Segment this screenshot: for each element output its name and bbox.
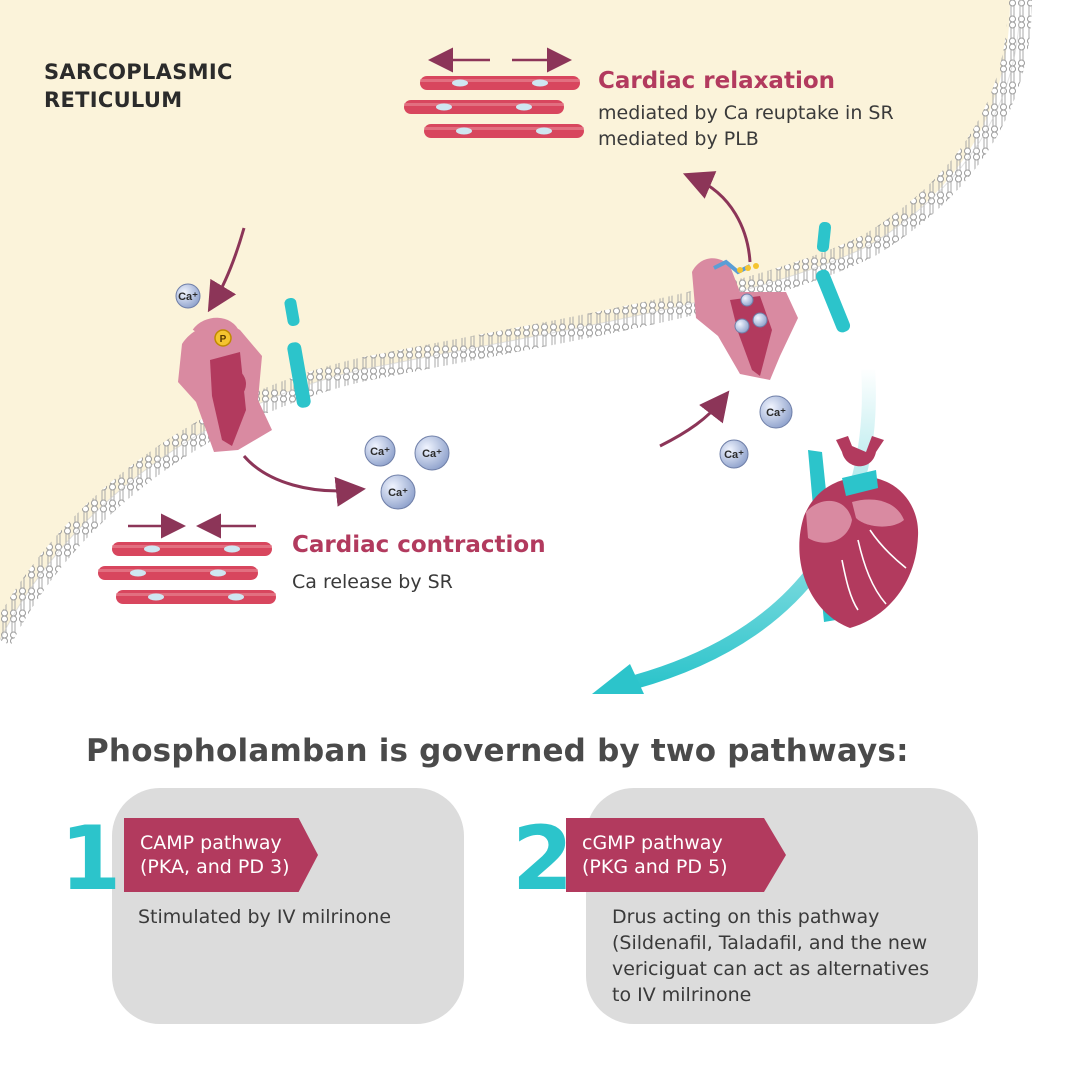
- calcium-ion: Ca⁺: [175, 283, 201, 309]
- calcium-ion: Ca⁺: [414, 435, 450, 471]
- svg-text:Ca⁺: Ca⁺: [388, 487, 408, 499]
- svg-text:Ca⁺: Ca⁺: [766, 407, 786, 419]
- relaxation-muscle-fibers: [404, 47, 584, 138]
- calcium-ion: [740, 293, 754, 307]
- calcium-ion: [734, 318, 750, 334]
- calcium-ion: Ca⁺: [364, 435, 396, 467]
- pathway-title-1: CAMP pathway (PKA, and PD 3): [124, 818, 318, 892]
- sarcoplasmic-reticulum-label: SARCOPLASMIC RETICULUM: [44, 60, 233, 112]
- calcium-ion: Ca⁺: [759, 395, 793, 429]
- calcium-ion: Ca⁺: [380, 474, 416, 510]
- phosphate-label: P: [220, 334, 227, 345]
- pathway-number-1: 1: [60, 807, 122, 910]
- cardiac-relaxation-title: Cardiac relaxation: [598, 68, 836, 94]
- phosphate-group: [214, 329, 232, 347]
- svg-text:Ca⁺: Ca⁺: [370, 446, 390, 458]
- pathways-heading: Phospholamban is governed by two pathway…: [86, 733, 909, 769]
- pathway-title-2: cGMP pathway (PKG and PD 5): [566, 818, 786, 892]
- arrow-heart-to-pathways-head: [592, 664, 644, 694]
- calcium-ion: Ca⁺: [719, 439, 749, 469]
- phospholamban-right: [815, 221, 851, 333]
- calcium-ions: Ca⁺ Ca⁺ Ca⁺ Ca⁺ Ca⁺ Ca⁺: [175, 283, 793, 510]
- pathway-description-1: Stimulated by IV milrinone: [138, 906, 392, 928]
- svg-text:Ca⁺: Ca⁺: [422, 448, 442, 460]
- arrow-to-relaxation: [682, 171, 752, 263]
- sr-membrane-outline: [0, 0, 1021, 641]
- svg-text:Ca⁺: Ca⁺: [724, 449, 744, 461]
- phospholamban-detached-chain: [713, 259, 759, 275]
- svg-text:Ca⁺: Ca⁺: [178, 291, 198, 303]
- contraction-muscle-fibers: [98, 513, 276, 604]
- sarcoplasmic-reticulum-region: [0, 0, 1010, 640]
- arrow-ca-release: [242, 455, 366, 507]
- arrow-ca-uptake: [659, 390, 730, 448]
- cardiac-contraction-title: Cardiac contraction: [292, 532, 546, 558]
- pathway-number-2: 2: [512, 807, 574, 910]
- phospholamban-left: [284, 297, 311, 408]
- calcium-ion: [752, 312, 768, 328]
- cardiac-contraction-description: Ca release by SR: [292, 571, 453, 593]
- heart-illustration: [799, 436, 919, 628]
- pathway-description-2: Drus acting on this pathway (Sildenafil,…: [612, 906, 930, 1006]
- arrow-ca-into-pump: [207, 227, 246, 313]
- serca-pump-left: [178, 317, 272, 452]
- cardiac-relaxation-description: mediated by Ca reuptake in SR mediated b…: [598, 102, 894, 150]
